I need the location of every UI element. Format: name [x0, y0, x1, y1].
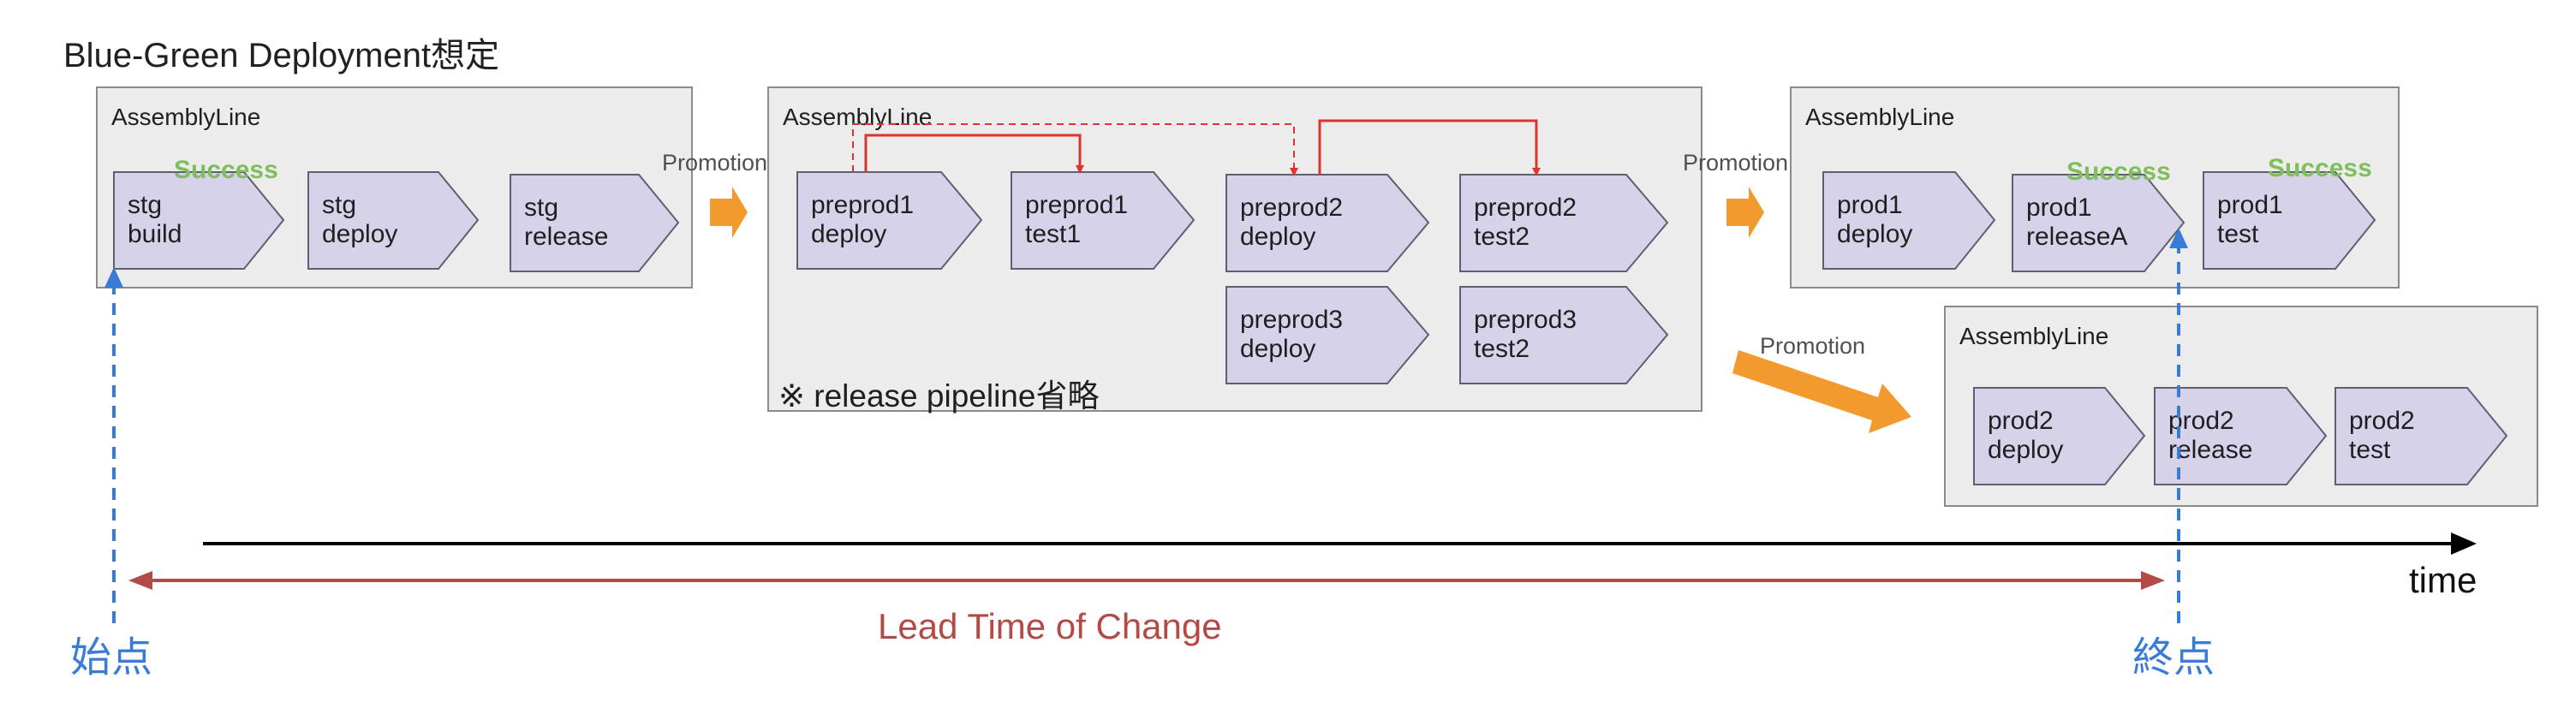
stage-label: stg deploy	[322, 191, 398, 248]
stage-shape	[1225, 286, 1430, 384]
stage-shape	[307, 171, 480, 270]
stage-preprod3-deploy[interactable]: preprod3 deploy	[1225, 286, 1430, 384]
stage-shape	[1459, 286, 1669, 384]
stage-prod2-test[interactable]: prod2 test	[2334, 387, 2508, 485]
note-release-pipeline-omitted: ※ release pipeline省略	[778, 378, 1100, 414]
lead-time-head-right	[2141, 571, 2165, 590]
stage-preprod3-test2[interactable]: preprod3 test2	[1459, 286, 1669, 384]
trigger-dashed-preprod1-to-preprod2	[852, 123, 1298, 176]
stage-label: stg build	[128, 191, 182, 248]
stage-shape	[2203, 171, 2376, 270]
stage-shape	[796, 171, 983, 270]
stage-label: preprod3 test2	[1474, 306, 1577, 363]
lead-time-label: Lead Time of Change	[878, 606, 1222, 646]
success-label-prod1-test: Success	[2268, 154, 2372, 182]
success-label-stg-build: Success	[174, 156, 278, 184]
stage-preprod1-deploy[interactable]: preprod1 deploy	[796, 171, 983, 270]
promotion-arrow-to-prod2	[1732, 350, 1911, 433]
promotion-arrow-stg-to-preprod	[710, 187, 748, 238]
stage-preprod1-test1[interactable]: preprod1 test1	[1011, 171, 1196, 270]
stage-label: prod2 deploy	[1988, 407, 2064, 464]
stage-shape	[1459, 174, 1669, 272]
promotion-label: Promotion	[1760, 333, 1866, 359]
stage-shape	[510, 174, 680, 272]
stage-preprod2-test2[interactable]: preprod2 test2	[1459, 174, 1669, 272]
stage-shape	[1822, 171, 1996, 270]
stage-label: preprod1 deploy	[811, 191, 915, 248]
stage-stg-build[interactable]: stg build	[113, 171, 285, 270]
stage-shape	[1973, 387, 2146, 485]
stage-stg-release[interactable]: stg release	[510, 174, 680, 272]
stage-prod1-test[interactable]: prod1 test	[2203, 171, 2376, 270]
stage-shape	[113, 171, 285, 270]
diagram-title: Blue-Green Deployment想定	[63, 37, 500, 74]
stage-prod2-deploy[interactable]: prod2 deploy	[1973, 387, 2146, 485]
trigger-arrow-preprod1	[864, 134, 1084, 174]
success-label-prod1-releaseA: Success	[2066, 158, 2171, 186]
end-point-label: 終点	[2132, 635, 2215, 681]
stage-label: prod1 releaseA	[2026, 193, 2128, 251]
stage-preprod2-deploy[interactable]: preprod2 deploy	[1225, 174, 1430, 272]
panel-label: AssemblyLine	[111, 104, 261, 130]
time-axis-label: time	[2409, 560, 2478, 600]
promotion-arrow-preprod-to-prod1	[1726, 187, 1764, 238]
stage-prod1-releaseA[interactable]: prod1 releaseA	[2012, 174, 2185, 272]
stage-label: prod2 test	[2349, 407, 2415, 464]
stage-label: preprod2 deploy	[1240, 193, 1344, 251]
stage-label: prod1 deploy	[1837, 191, 1913, 248]
end-marker-head	[2169, 228, 2188, 248]
start-marker-head	[104, 267, 123, 288]
trigger-arrow-preprod2	[1318, 119, 1541, 176]
stage-shape	[2154, 387, 2328, 485]
stage-label: preprod3 deploy	[1240, 306, 1344, 363]
stage-shape	[1225, 174, 1430, 272]
panel-label: AssemblyLine	[1805, 104, 1955, 130]
time-axis-head	[2451, 533, 2477, 555]
stage-shape	[1011, 171, 1196, 270]
stage-label: preprod1 test1	[1025, 191, 1129, 248]
panel-label: AssemblyLine	[783, 104, 933, 130]
stage-shape	[2012, 174, 2185, 272]
promotion-label: Promotion	[662, 150, 768, 176]
stage-prod1-deploy[interactable]: prod1 deploy	[1822, 171, 1996, 270]
stage-stg-deploy[interactable]: stg deploy	[307, 171, 480, 270]
promotion-label: Promotion	[1683, 150, 1789, 176]
stage-label: preprod2 test2	[1474, 193, 1577, 251]
lead-time-head-left	[128, 571, 152, 590]
stage-label: prod1 test	[2217, 191, 2283, 248]
stage-label: stg release	[524, 193, 609, 251]
stage-shape	[2334, 387, 2508, 485]
panel-label: AssemblyLine	[1959, 323, 2109, 349]
start-point-label: 始点	[70, 635, 153, 681]
